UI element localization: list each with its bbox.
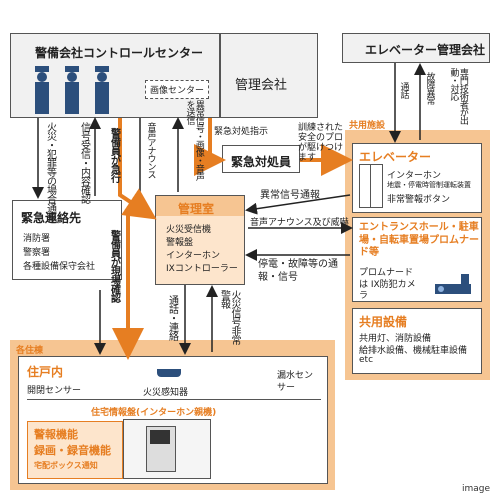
leak-sensor-label: 漏水センサー xyxy=(277,371,314,393)
elevator-company-box: エレベーター管理会社 xyxy=(342,33,490,63)
security-camera-icon xyxy=(431,268,475,298)
equipment-item-water: 給排水設備、機械駐車設備 xyxy=(359,346,468,356)
guard-icon xyxy=(35,66,49,114)
contact-item-maintenance: 各種設備保守会社 xyxy=(23,262,96,272)
label-trained-pro: 訓練された安全のプロが駆けつけます xyxy=(298,123,344,163)
fire-detector-icon xyxy=(157,369,181,377)
label-malfunction: 故障異常 xyxy=(424,72,435,104)
label-guard-onsite: 警備員が現場確認 xyxy=(108,230,120,302)
emergency-contacts-box: 緊急連絡先 消防署 警察署 各種設備保守会社 xyxy=(12,200,122,280)
panel-title: 住宅情報盤(インターホン親機) xyxy=(91,408,217,418)
mgmt-item-intercom: インターホン xyxy=(166,251,221,261)
equipment-item-lights: 共用灯、消防設備 xyxy=(359,334,432,344)
image-center-label: 画像センター xyxy=(145,80,210,99)
orange-arrow-dispatch xyxy=(194,118,226,176)
contact-item-police: 警察署 xyxy=(23,248,51,258)
elevator-item-intercom: インターホン xyxy=(387,171,442,181)
management-company-title: 管理会社 xyxy=(235,78,288,93)
emergency-responder-box: 緊急対処員 xyxy=(222,145,300,173)
panel-function-box: 警報機能 録画・録音機能 宅配ボックス通知 xyxy=(27,421,123,479)
camera-label: プロムナードは IX防犯カメラ xyxy=(359,268,416,302)
label-comm: 通話 xyxy=(398,82,409,98)
guard-icon xyxy=(65,66,79,114)
dwelling-box: 住戸内 開閉センサー 火災感知器 漏水センサー 住宅情報盤(インターホン親機) … xyxy=(18,356,328,484)
management-company-box: 管理会社 xyxy=(220,33,318,118)
equipment-box: 共用設備 共用灯、消防設備 給排水設備、機械駐車設備 etc xyxy=(352,308,482,374)
label-abnormal-report: 異常信号通報 xyxy=(260,190,320,201)
mgmt-item-ix-controller: IXコントローラー xyxy=(166,264,238,274)
contact-item-fire: 消防署 xyxy=(23,234,51,244)
security-center-box: 警備会社コントロールセンター 画像センター xyxy=(10,33,220,118)
label-outage-report: 停電・故障等の通報・信号 xyxy=(258,259,338,283)
common-facilities-label: 共用施設 xyxy=(349,121,386,131)
arrow-abnormal-report xyxy=(245,194,351,215)
function-alarm: 警報機能 xyxy=(34,428,78,441)
label-dispatch-order: 緊急対処指示 xyxy=(214,127,269,137)
emergency-responder-title: 緊急対処員 xyxy=(231,155,292,169)
equipment-item-etc: etc xyxy=(359,355,374,365)
management-room-box: 管理室 火災受信機 警報盤 インターホン IXコントローラー xyxy=(155,195,245,285)
dwelling-title: 住戸内 xyxy=(27,365,64,379)
label-abnormal-signal: 異常信号・画像・音声を送信 xyxy=(184,100,204,180)
watermark: image xyxy=(462,484,491,494)
label-signal-receive: 信号受信・内容確認 xyxy=(78,122,90,203)
elevator-title: エレベーター xyxy=(359,150,432,164)
elevator-item-quake-control: 地震・停電時管制運転装置 xyxy=(387,181,471,189)
label-fire-crime-report: 火災・犯罪等の場合通報 xyxy=(44,122,56,221)
entrance-title: エントランスホール・駐車場・自転車置場プロムナード等 xyxy=(359,222,479,258)
mgmt-item-fire-receiver: 火災受信機 xyxy=(166,225,212,235)
fire-detector-label: 火災感知器 xyxy=(143,388,189,398)
elevator-item-emergency-button: 非常警報ボタン xyxy=(387,195,451,205)
label-announce: 音声アナウンス xyxy=(145,122,156,178)
label-announce-threat: 音声アナウンス及び威嚇 xyxy=(250,218,349,228)
elevator-icon xyxy=(359,164,383,208)
label-call-contact: 通話・連絡 xyxy=(166,295,178,340)
function-recording: 録画・録音機能 xyxy=(34,444,111,457)
mgmt-item-alarm-panel: 警報盤 xyxy=(166,238,194,248)
equipment-title: 共用設備 xyxy=(359,315,408,329)
emergency-contacts-title: 緊急連絡先 xyxy=(21,211,82,225)
orange-arrow-guard xyxy=(118,118,157,220)
entrance-box: エントランスホール・駐車場・自転車置場プロムナード等 プロムナードは IX防犯カ… xyxy=(352,217,482,302)
each-unit-label: 各住棟 xyxy=(16,346,44,356)
label-dispatch-expert: 専門技術者が出動・対応 xyxy=(448,68,468,124)
security-center-title: 警備会社コントロールセンター xyxy=(35,46,204,60)
management-room-title: 管理室 xyxy=(178,202,215,216)
door-sensor-label: 開閉センサー xyxy=(27,386,82,396)
intercom-panel-icon xyxy=(123,419,211,479)
sensor-line xyxy=(27,399,321,400)
guard-icons xyxy=(33,64,123,116)
function-delivery: 宅配ボックス通知 xyxy=(34,461,98,470)
label-fire-alarm-signal: 火災信号非常警報 xyxy=(218,290,241,344)
guard-icon xyxy=(95,66,109,114)
elevator-box: エレベーター インターホン 地震・停電時管制運転装置 非常警報ボタン xyxy=(352,143,482,213)
label-guard-rush: 警備員が急行 xyxy=(108,128,120,182)
elevator-company-title: エレベーター管理会社 xyxy=(365,43,486,57)
